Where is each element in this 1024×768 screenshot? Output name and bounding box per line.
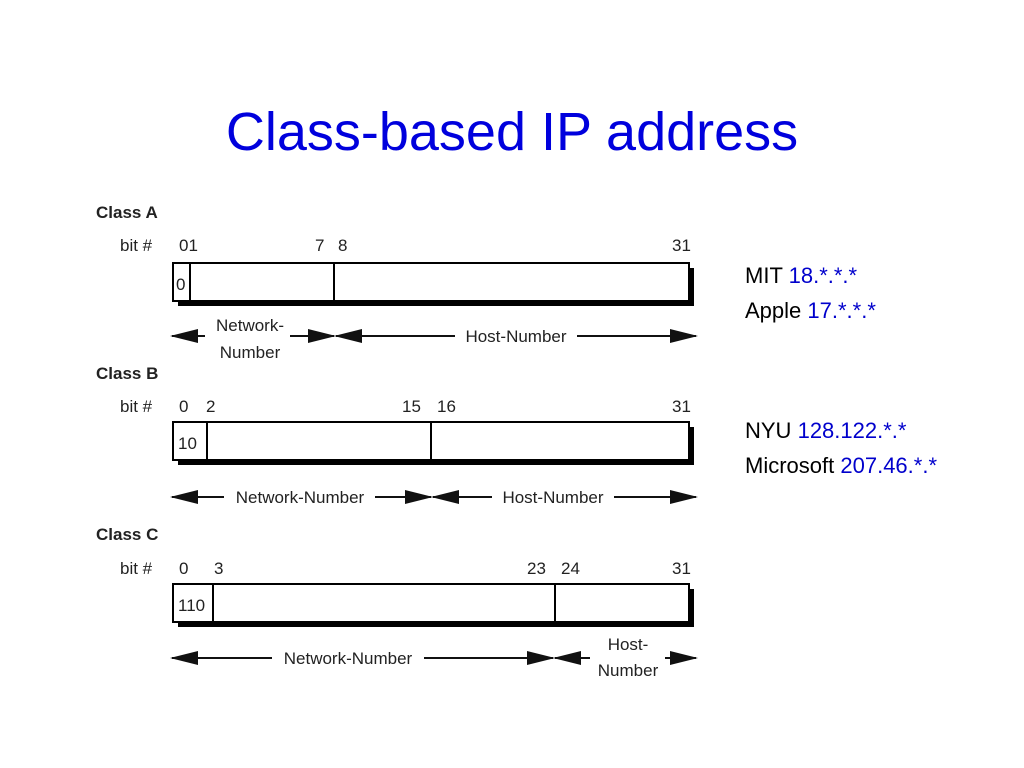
class-b-bit-15: 15 [402,397,421,416]
example-address: 128.122.*.* [797,418,907,443]
class-a-bit-0: 01 [179,236,198,255]
class-a-prefix: 0 [176,275,185,294]
example-apple: Apple 17.*.*.* [745,296,876,326]
class-c-bit-0: 0 [179,559,188,578]
class-c-bit-3: 3 [214,559,223,578]
class-c-title: Class C [96,525,158,544]
class-c-host-label-1: Host- [608,635,649,654]
class-b-title: Class B [96,364,158,383]
class-a-bit-31: 31 [672,236,691,255]
class-b-bit-16: 16 [437,397,456,416]
class-a-title: Class A [96,203,158,222]
class-b-bit-0: 0 [179,397,188,416]
class-b-prefix: 10 [178,434,197,453]
class-a-bit-7: 7 [315,236,324,255]
class-a-host-label: Host-Number [465,327,566,346]
example-address: 17.*.*.* [807,298,876,323]
class-c-prefix: 110 [178,596,205,615]
example-microsoft: Microsoft 207.46.*.* [745,451,937,481]
example-org: MIT [745,263,783,288]
example-address: 207.46.*.* [840,453,938,478]
class-c-bit-23: 23 [527,559,546,578]
class-b-bit-label: bit # [120,397,153,416]
class-c-bit-31: 31 [672,559,691,578]
class-b-register [172,421,694,465]
class-a-bit-8: 8 [338,236,347,255]
class-b-bit-2: 2 [206,397,215,416]
example-org: NYU [745,418,792,443]
class-c-bit-label: bit # [120,559,153,578]
class-a-network-label-1: Network- [216,316,284,335]
class-a-register [172,262,694,306]
class-a-network-label-2: Number [220,343,281,362]
class-c-host-label-2: Number [598,661,659,680]
example-nyu: NYU 128.122.*.* [745,416,906,446]
class-a-bit-label: bit # [120,236,153,255]
class-b-network-label: Network-Number [236,488,365,507]
slide-title: Class-based IP address [225,102,799,162]
example-org: Microsoft [745,453,835,478]
example-org: Apple [745,298,802,323]
example-mit: MIT 18.*.*.* [745,261,857,291]
class-b-bit-31: 31 [672,397,691,416]
class-c-bit-24: 24 [561,559,580,578]
class-c-register [172,583,694,627]
example-address: 18.*.*.* [788,263,858,288]
class-b-host-label: Host-Number [502,488,603,507]
class-c-network-label: Network-Number [284,649,413,668]
